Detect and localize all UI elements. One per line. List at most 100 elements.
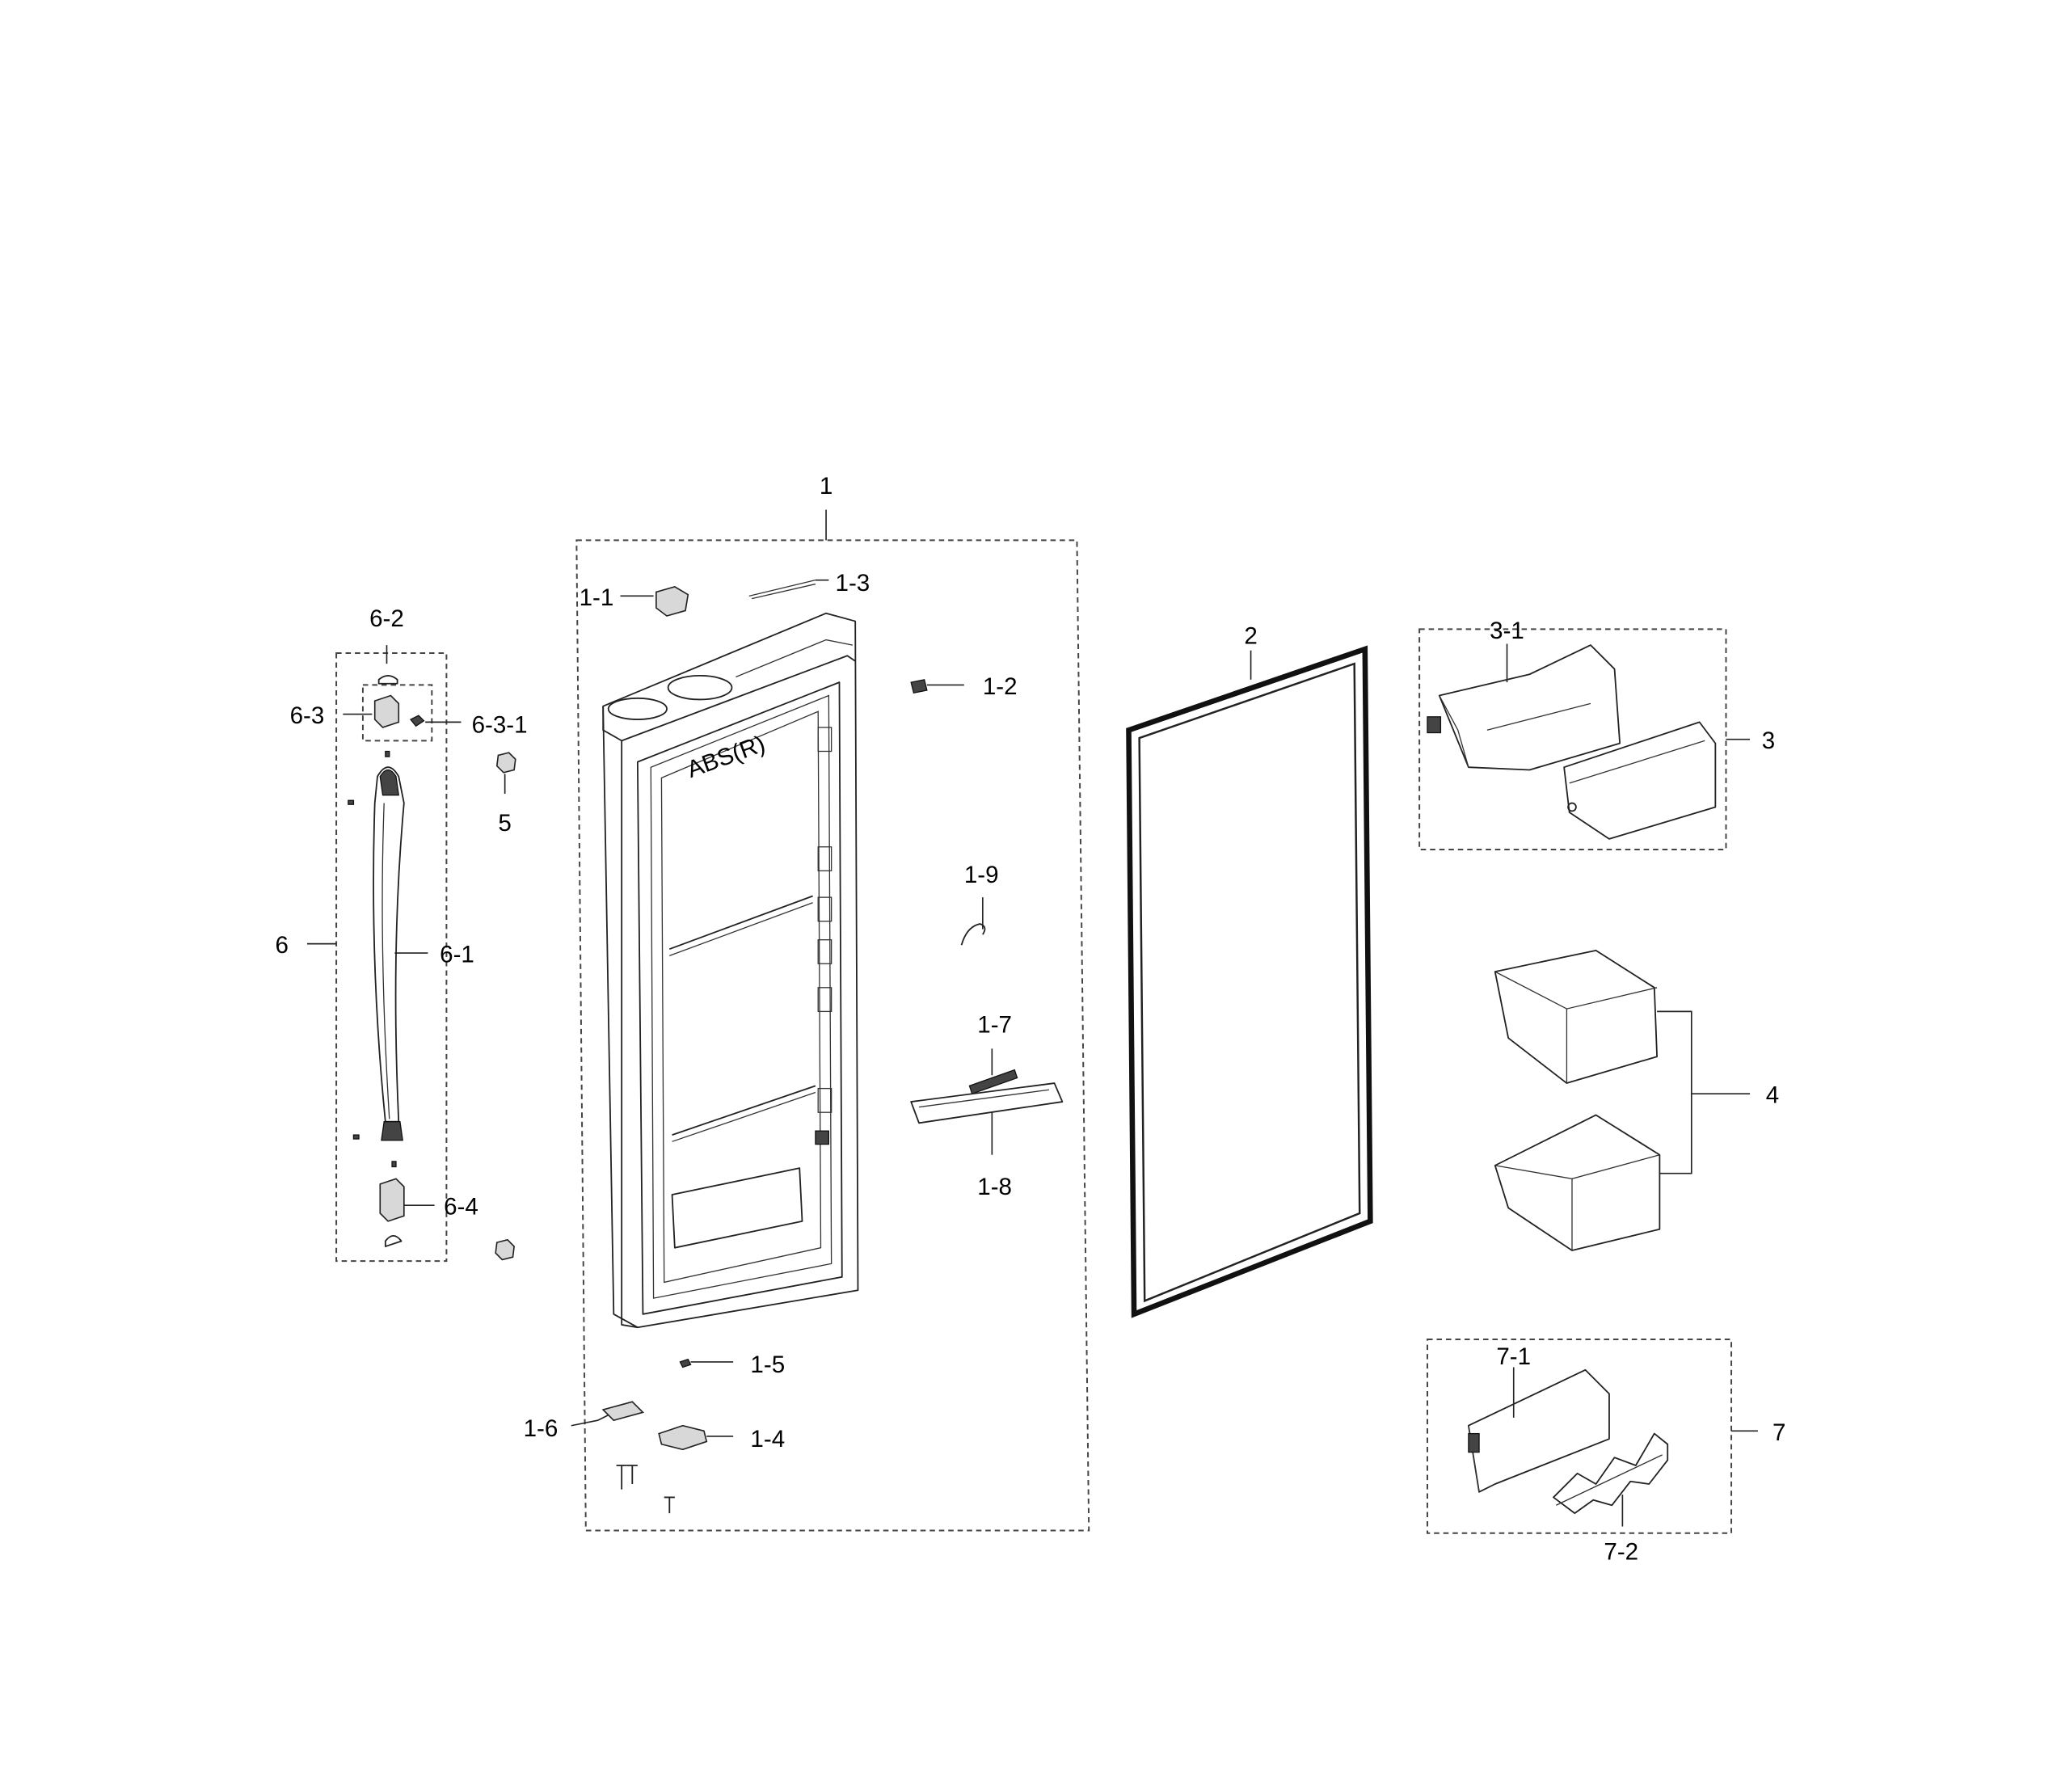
shelf-clip <box>817 939 832 964</box>
shelf-clip <box>817 727 832 753</box>
label-1-3: 1-3 <box>836 570 870 597</box>
part-3-1-holder-front <box>1439 695 1469 768</box>
part-6-side-screw-lower <box>352 1134 360 1140</box>
part-6-1-handle-edge <box>381 803 390 1119</box>
label-1-2: 1-2 <box>983 673 1018 700</box>
part-4-lower-bin-rim <box>1494 1154 1660 1179</box>
part-7-1-bracket <box>1467 1368 1610 1493</box>
part-7-2-wine-rack-rim <box>1556 1454 1663 1506</box>
door-body-outer <box>602 612 859 1329</box>
part-6-side-screw-upper <box>348 799 355 805</box>
label-1: 1 <box>820 473 832 500</box>
part-3-cover-hole <box>1567 802 1577 812</box>
label-6: 6 <box>276 932 289 959</box>
shelf-clip <box>817 1087 832 1113</box>
group-7-rack-assembly <box>1427 1339 1758 1534</box>
label-6-4: 6-4 <box>444 1194 478 1221</box>
shelf-rail-1-edge <box>669 902 813 957</box>
group-7-boundary <box>1427 1339 1733 1534</box>
group-4-bracket <box>1657 1010 1692 1174</box>
door-top-dome-right <box>667 674 733 701</box>
part-labels: 1 1-1 1-3 1-2 1-9 1-7 1-8 1-5 1-6 1-4 2 … <box>276 473 1786 1566</box>
shelf-rail-1 <box>668 895 813 951</box>
part-7-1-bracket-clip <box>1468 1432 1480 1453</box>
shelf-rail-2 <box>672 1085 816 1136</box>
shelf-clips <box>815 727 832 1145</box>
part-2-gasket-outer <box>1126 645 1373 1318</box>
label-6-1: 6-1 <box>440 942 474 968</box>
group-3-boundary <box>1418 628 1727 851</box>
part-1-bottom-screw-right <box>664 1496 675 1514</box>
part-1-bottom-screw-middle <box>626 1465 638 1485</box>
label-3: 3 <box>1762 727 1775 754</box>
door-top-ridge <box>736 639 854 678</box>
part-2-gasket-group <box>1126 645 1373 1318</box>
door-top-dome-left <box>607 697 668 720</box>
label-1-9: 1-9 <box>964 862 999 888</box>
label-1-4: 1-4 <box>750 1426 785 1453</box>
part-1-3-strip-edge <box>751 583 816 600</box>
part-6-1-handle-bar <box>373 766 405 1123</box>
door-body-top-inner <box>621 655 856 742</box>
door-liner-recess <box>660 710 822 1284</box>
part-6-3-1-nut <box>410 715 425 727</box>
door-bottom-recess <box>671 1167 803 1249</box>
part-6-2-cap <box>377 674 398 685</box>
part-3-cover <box>1563 721 1717 840</box>
label-1-1: 1-1 <box>580 584 614 611</box>
group-4-bins <box>1494 949 1751 1251</box>
door-liner-frame <box>636 681 843 1315</box>
part-3-1-holder <box>1438 644 1621 771</box>
part-3-cover-edge <box>1569 740 1705 784</box>
label-6-2: 6-2 <box>369 605 404 632</box>
part-6-bottom-cap <box>384 1235 403 1247</box>
label-1-7: 1-7 <box>977 1012 1012 1039</box>
label-2: 2 <box>1244 622 1257 649</box>
label-7-2: 7-2 <box>1604 1539 1638 1566</box>
shelf-clip-dark <box>815 1130 830 1145</box>
shelf-clip <box>817 896 832 922</box>
part-6-screw-bottom <box>391 1161 397 1168</box>
group-1-boundary <box>575 539 1090 1532</box>
shelf-clip <box>817 846 832 871</box>
part-5-group <box>495 752 516 1261</box>
part-1-8-cover-edge <box>918 1089 1050 1108</box>
label-6-3-1: 6-3-1 <box>472 712 528 739</box>
part-1-4-hinge <box>658 1424 708 1451</box>
label-1-5: 1-5 <box>750 1351 785 1378</box>
shelf-rail-2-edge <box>672 1091 816 1142</box>
part-1-5-screw <box>679 1358 692 1368</box>
group-6-3-boundary <box>361 684 433 742</box>
part-1-1-hinge-cap <box>655 585 689 617</box>
part-1-7-strip <box>968 1069 1018 1095</box>
shelf-clip <box>817 987 832 1013</box>
label-7-1: 7-1 <box>1496 1343 1531 1370</box>
door-liner-inner <box>650 694 832 1299</box>
part-5-hinge-pin-lower <box>495 1238 516 1261</box>
leader-1-6 <box>571 1414 609 1427</box>
part-1-6-plate <box>601 1401 645 1422</box>
part-1-3-strip <box>748 580 816 597</box>
label-4: 4 <box>1766 1082 1779 1109</box>
part-6-1-handle-top-cap <box>379 769 400 796</box>
part-1-8-cover <box>910 1082 1064 1124</box>
label-1-8: 1-8 <box>977 1174 1012 1200</box>
part-4-upper-bin <box>1494 949 1658 1084</box>
part-3-1-holder-edge <box>1486 702 1591 731</box>
label-3-1: 3-1 <box>1490 618 1524 644</box>
part-7-2-wine-rack <box>1553 1432 1669 1515</box>
label-6-3: 6-3 <box>290 702 325 729</box>
part-4-lower-bin <box>1494 1114 1661 1251</box>
part-6-1-handle-bottom-cap <box>381 1121 403 1141</box>
part-2-gasket-inner <box>1138 662 1361 1303</box>
part-4-upper-bin-rim <box>1494 971 1658 1010</box>
group-6-handle-assembly <box>306 645 462 1263</box>
label-5: 5 <box>498 810 511 837</box>
part-1-9-wire <box>960 923 986 946</box>
group-3-bin-assembly <box>1418 628 1751 851</box>
part-6-4-bracket <box>379 1178 405 1222</box>
label-7: 7 <box>1772 1419 1785 1446</box>
part-6-3-bracket <box>373 694 400 728</box>
part-1-2-block <box>910 679 928 694</box>
